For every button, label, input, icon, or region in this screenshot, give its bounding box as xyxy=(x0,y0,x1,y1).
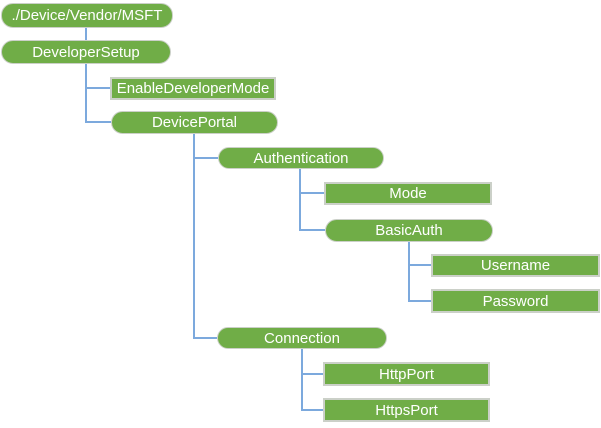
node-enabledevelopermode: EnableDeveloperMode xyxy=(110,77,276,100)
connector-line xyxy=(85,28,87,40)
connector-line xyxy=(299,192,324,194)
node-httpport: HttpPort xyxy=(323,362,490,386)
connector-line xyxy=(85,87,110,89)
connector-line xyxy=(193,337,217,339)
connector-line xyxy=(408,242,410,302)
node-httpsport: HttpsPort xyxy=(323,398,490,422)
connector-line xyxy=(408,300,431,302)
node-device-vendor-msft: ./Device/Vendor/MSFT xyxy=(1,3,173,28)
node-username: Username xyxy=(431,254,600,277)
connector-line xyxy=(301,373,323,375)
node-deviceportal: DevicePortal xyxy=(111,111,278,134)
connector-line xyxy=(301,349,303,411)
connector-line xyxy=(299,229,325,231)
connector-line xyxy=(408,264,431,266)
connector-line xyxy=(193,157,218,159)
connector-line xyxy=(85,64,87,123)
connector-line xyxy=(301,409,323,411)
node-mode: Mode xyxy=(324,182,492,205)
connector-line xyxy=(193,134,195,339)
node-connection: Connection xyxy=(217,327,387,349)
node-authentication: Authentication xyxy=(218,147,384,169)
connector-line xyxy=(299,169,301,231)
node-basicauth: BasicAuth xyxy=(325,219,493,242)
connector-line xyxy=(85,121,111,123)
node-password: Password xyxy=(431,289,600,313)
node-developersetup: DeveloperSetup xyxy=(1,40,171,64)
